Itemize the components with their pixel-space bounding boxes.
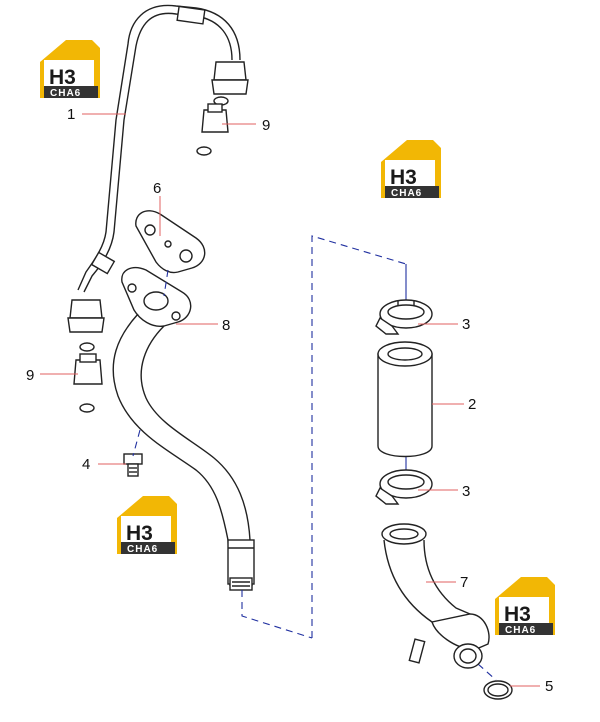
elbow-pipe xyxy=(381,523,490,669)
logo-watermark-1: H3 CHA6 xyxy=(40,40,100,99)
hose-clamp-upper xyxy=(375,299,433,335)
callout-9-lower: 9 xyxy=(26,367,34,384)
logo-watermark-4: H3 CHA6 xyxy=(495,577,555,636)
hose-clamp-lower xyxy=(375,469,433,505)
logo-sub: CHA6 xyxy=(505,625,536,636)
callout-1: 1 xyxy=(67,106,75,123)
callout-9-upper: 9 xyxy=(262,117,270,134)
callout-3-lower: 3 xyxy=(462,483,470,500)
logo-sub: CHA6 xyxy=(127,544,158,555)
logo-mark: H3 xyxy=(126,522,153,545)
logo-mark: H3 xyxy=(390,166,417,189)
logo-watermark-2: H3 CHA6 xyxy=(381,140,441,199)
rubber-hose xyxy=(377,341,433,458)
callout-3-upper: 3 xyxy=(462,316,470,333)
callout-4: 4 xyxy=(82,456,90,473)
leader-lines xyxy=(40,113,540,687)
logo-mark: H3 xyxy=(504,603,531,626)
o-ring xyxy=(483,680,513,700)
bolt xyxy=(123,453,143,477)
oil-feed-pipe xyxy=(67,4,249,333)
flange-gasket xyxy=(135,210,206,274)
callout-8: 8 xyxy=(222,317,230,334)
logo-sub: CHA6 xyxy=(391,188,422,199)
callout-6: 6 xyxy=(153,180,161,197)
callout-2: 2 xyxy=(468,396,476,413)
adapter-fitting-lower xyxy=(73,342,103,413)
callout-5: 5 xyxy=(545,678,553,695)
logo-mark: H3 xyxy=(49,66,76,89)
callout-7: 7 xyxy=(460,574,468,591)
logo-sub: CHA6 xyxy=(50,88,81,99)
logo-watermark-3: H3 CHA6 xyxy=(117,496,177,555)
adapter-fitting-upper xyxy=(196,96,229,156)
oil-return-pipe xyxy=(112,266,255,591)
callouts: 1 9 6 8 9 4 3 2 3 7 5 xyxy=(26,106,553,695)
